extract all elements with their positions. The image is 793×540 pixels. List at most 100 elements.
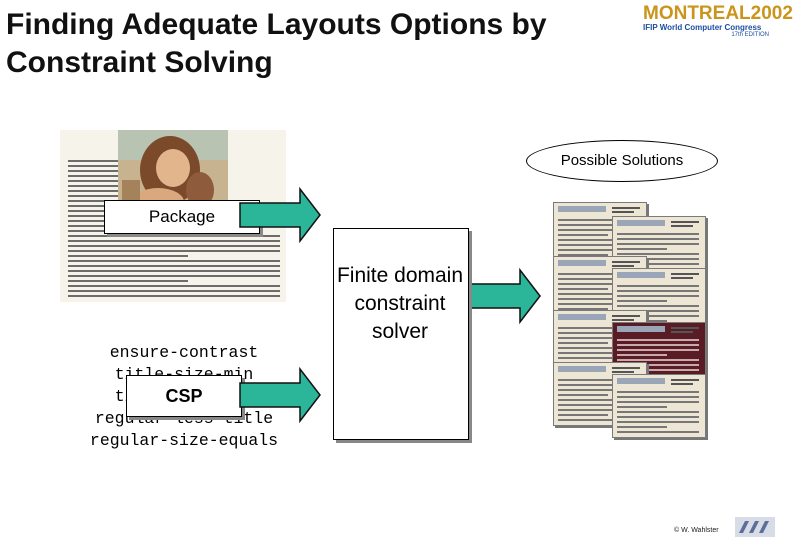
document-text-line [68, 235, 280, 237]
solution-text-line [558, 347, 640, 349]
solution-text-line [558, 379, 640, 381]
solution-text-line [617, 285, 699, 287]
solution-text-line [558, 224, 640, 226]
solution-text-line [558, 288, 608, 290]
solution-text-line [617, 253, 699, 255]
solution-header-mark [671, 379, 699, 381]
document-text-line [68, 245, 280, 247]
solution-header-mark [612, 371, 634, 373]
solution-text-line [617, 290, 699, 292]
solution-text-line [558, 389, 640, 391]
solution-text-line [617, 349, 699, 351]
solution-text-line [558, 342, 608, 344]
solution-header-mark [671, 327, 699, 329]
solution-header-mark [612, 207, 640, 209]
solution-header-mark [617, 220, 665, 226]
solution-text-line [617, 364, 699, 366]
copyright-text: © W. Wahlster [674, 527, 719, 534]
document-text-line [68, 280, 188, 282]
solution-text-line [558, 254, 608, 256]
solution-thumbnail [612, 268, 706, 332]
solution-text-line [558, 357, 640, 359]
solution-header-mark [558, 314, 606, 320]
solution-text-line [558, 239, 640, 241]
document-text-line [68, 185, 118, 187]
logo-line-1: MONTREAL2002 [643, 3, 793, 24]
arrow-package-to-solver-icon [239, 186, 321, 244]
solution-text-line [558, 337, 640, 339]
solution-text-line [617, 426, 667, 428]
solution-text-line [558, 404, 640, 406]
logo-line-3: 17th EDITION [731, 32, 769, 38]
solution-text-line [617, 401, 699, 403]
solution-text-line [558, 419, 640, 421]
solution-text-line [617, 354, 667, 356]
solution-header-mark [671, 331, 693, 333]
dfki-logo [735, 517, 775, 537]
document-text-line [68, 265, 280, 267]
solution-header-mark [612, 265, 634, 267]
solution-text-line [558, 278, 640, 280]
solution-text-line [558, 234, 608, 236]
solution-text-line [558, 229, 640, 231]
solution-text-line [617, 238, 699, 240]
document-text-line [68, 255, 188, 257]
document-text-line [68, 190, 118, 192]
solution-text-line [617, 305, 699, 307]
possible-solutions-label: Possible Solutions [526, 140, 718, 182]
solution-text-line [617, 315, 699, 317]
constraint-ensure-contrast: ensure-contrast [109, 343, 259, 362]
solution-text-line [617, 421, 699, 423]
solution-text-line [617, 243, 699, 245]
solution-text-line [558, 394, 608, 396]
solution-text-line [558, 384, 640, 386]
solution-text-line [558, 283, 640, 285]
solution-header-mark [558, 206, 606, 212]
logo-line-2: IFIP World Computer Congress [643, 23, 762, 32]
solution-text-line [558, 409, 640, 411]
solution-text-line [617, 263, 699, 265]
document-text-line [68, 160, 118, 162]
solution-text-line [558, 352, 640, 354]
solution-text-line [617, 339, 699, 341]
solution-text-line [617, 359, 699, 361]
solution-text-line [617, 310, 699, 312]
document-text-line [68, 180, 118, 182]
document-text-line [68, 285, 280, 287]
solution-header-mark [671, 273, 699, 275]
solution-text-line [617, 416, 699, 418]
solution-text-line [617, 295, 699, 297]
document-text-line [68, 275, 280, 277]
solution-text-line [558, 219, 640, 221]
solution-text-line [558, 298, 640, 300]
solution-header-mark [612, 319, 634, 321]
document-text-line [68, 270, 280, 272]
constraint-regular-size-equals: regular-size-equals [89, 431, 279, 450]
solver-label: Finite domain constraint solver [336, 264, 464, 343]
slide-title: Finding Adequate Layouts Options by Cons… [6, 8, 547, 79]
solution-text-line [558, 249, 640, 251]
solution-header-mark [612, 315, 640, 317]
solution-header-mark [612, 261, 640, 263]
solution-text-line [617, 258, 699, 260]
solution-text-line [617, 396, 699, 398]
constraint-solver-box [333, 228, 469, 440]
package-label: Package [104, 200, 260, 234]
document-text-line [68, 175, 118, 177]
document-text-line [68, 260, 280, 262]
solution-header-mark [617, 378, 665, 384]
solution-text-line [558, 399, 640, 401]
solution-text-line [558, 327, 640, 329]
solution-text-line [617, 406, 667, 408]
solution-header-mark [617, 272, 665, 278]
solution-header-mark [558, 260, 606, 266]
solution-text-line [617, 431, 699, 433]
solution-text-line [617, 411, 699, 413]
arrow-solver-to-solutions-icon [469, 267, 541, 325]
solution-text-line [558, 244, 640, 246]
solution-text-line [558, 308, 608, 310]
montreal-2002-logo: MONTREAL2002 IFIP World Computer Congres… [643, 3, 793, 41]
document-text-line [68, 295, 280, 297]
solution-header-mark [671, 383, 693, 385]
